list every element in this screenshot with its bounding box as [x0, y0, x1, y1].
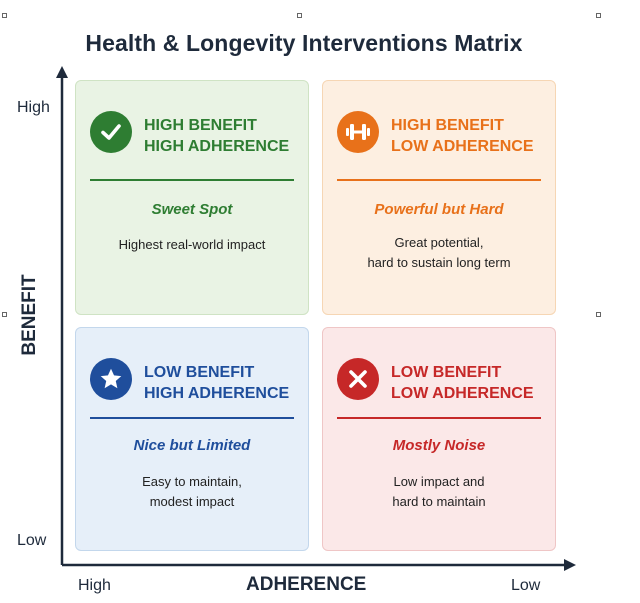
description-line-1: Highest real-world impact — [118, 237, 266, 252]
quadrant-high-benefit-low-adherence: HIGH BENEFIT LOW ADHERENCE Powerful but … — [322, 80, 556, 315]
heading-line-1: LOW BENEFIT — [391, 364, 502, 381]
resize-handle-middle-right[interactable] — [596, 312, 601, 317]
resize-handle-top-right[interactable] — [596, 13, 601, 18]
quadrant-description: Easy to maintain, modest impact — [76, 472, 308, 512]
quadrant-description: Great potential, hard to sustain long te… — [323, 233, 555, 273]
resize-handle-middle-left[interactable] — [2, 312, 7, 317]
divider — [90, 417, 294, 419]
quadrant-subtitle: Sweet Spot — [151, 201, 233, 218]
quadrant-heading: LOW BENEFIT HIGH ADHERENCE — [144, 362, 289, 404]
description-line-1: Great potential, — [394, 235, 484, 250]
quadrant-low-benefit-high-adherence: LOW BENEFIT HIGH ADHERENCE Nice but Limi… — [75, 327, 309, 551]
description-line-1: Low impact and — [393, 474, 485, 489]
heading-line-1: HIGH BENEFIT — [144, 117, 257, 134]
x-axis-low-label: Low — [511, 577, 541, 594]
x-axis-high-label: High — [78, 577, 111, 594]
y-axis-title: BENEFIT — [19, 274, 40, 356]
star-icon — [90, 358, 132, 400]
quadrant-high-benefit-high-adherence: HIGH BENEFIT HIGH ADHERENCE Sweet Spot H… — [75, 80, 309, 315]
quadrant-subtitle: Nice but Limited — [133, 437, 251, 454]
quadrant-heading: HIGH BENEFIT LOW ADHERENCE — [391, 115, 534, 157]
description-line-2: hard to sustain long term — [367, 255, 511, 270]
heading-line-2: HIGH ADHERENCE — [144, 138, 290, 155]
page-title: Health & Longevity Interventions Matrix — [85, 30, 523, 56]
description-line-1: Easy to maintain, — [142, 474, 242, 489]
divider — [337, 417, 541, 419]
dumbbell-icon — [337, 111, 379, 153]
description-line-2: modest impact — [149, 494, 235, 509]
description-line-2: hard to maintain — [392, 494, 486, 509]
heading-line-2: HIGH ADHERENCE — [144, 385, 290, 402]
quadrant-description: Low impact and hard to maintain — [323, 472, 555, 512]
heading-line-1: HIGH BENEFIT — [391, 117, 504, 134]
resize-handle-top-left[interactable] — [2, 13, 7, 18]
y-axis-low-label: Low — [17, 532, 47, 549]
quadrant-low-benefit-low-adherence: LOW BENEFIT LOW ADHERENCE Mostly Noise L… — [322, 327, 556, 551]
divider — [90, 179, 294, 181]
quadrant-heading: LOW BENEFIT LOW ADHERENCE — [391, 362, 534, 404]
x-axis-title: ADHERENCE — [246, 574, 367, 595]
quadrant-description: Highest real-world impact — [76, 235, 308, 255]
quadrant-heading: HIGH BENEFIT HIGH ADHERENCE — [144, 115, 289, 157]
heading-line-2: LOW ADHERENCE — [391, 385, 534, 402]
heading-line-2: LOW ADHERENCE — [391, 138, 534, 155]
resize-handle-top-center[interactable] — [297, 13, 302, 18]
divider — [337, 179, 541, 181]
quadrant-subtitle: Powerful but Hard — [374, 201, 504, 218]
quadrant-subtitle: Mostly Noise — [392, 437, 486, 454]
checkmark-icon — [90, 111, 132, 153]
y-axis-high-label: High — [17, 99, 50, 116]
x-mark-icon — [337, 358, 379, 400]
heading-line-1: LOW BENEFIT — [144, 364, 255, 381]
